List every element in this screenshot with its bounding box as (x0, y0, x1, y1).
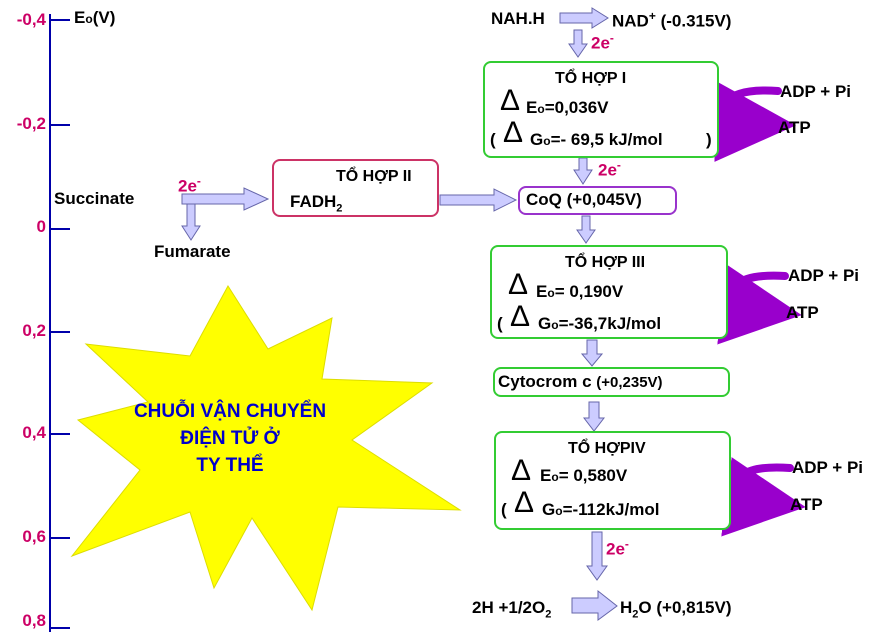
delta-icon: Δ (514, 486, 535, 519)
complex-1-title: TỔ HỢP I (555, 70, 627, 87)
adp-label: ADP + Pi (792, 458, 864, 477)
axis-tick-label: 0 (36, 217, 46, 236)
delta-icon: Δ (510, 300, 531, 333)
cytochrome-c-name: Cytocrom c (498, 372, 592, 391)
complex-1-box (483, 61, 719, 158)
complex-4-eo: Eo= 0,580V (540, 466, 628, 485)
coq-box (518, 186, 677, 215)
atp-arrow-complex4 (721, 457, 806, 537)
star-caption: CHUỖI VẬN CHUYỂN ĐIỆN TỬ Ở TY THỂ (120, 398, 340, 479)
complex-4-box (494, 431, 731, 530)
complex-4-go-open: ( (501, 500, 507, 519)
cytochrome-c-box (493, 367, 730, 397)
axis-title-unit: (V) (92, 8, 116, 27)
star-line-1: CHUỖI VẬN CHUYỂN (133, 401, 327, 422)
nad-label: NAD+ (-0.315V) (612, 9, 731, 32)
cytochrome-c-label: Cytocrom c (+0,235V) (498, 372, 663, 392)
star-burst-shape (70, 285, 462, 612)
fadh-label: FADH2 (290, 192, 343, 215)
complex-1-go-open: ( (490, 130, 496, 149)
complex-1-go: Go=- 69,5 kJ/mol (530, 130, 663, 149)
nah-label: NAH.H (491, 9, 545, 28)
electron-label: 2e- (591, 31, 614, 53)
arrow-coq-to-complex3 (576, 215, 596, 244)
axis-title-o: o (85, 12, 93, 26)
arrow-reaction-water (571, 589, 618, 621)
complex-1-eo: Eo=0,036V (526, 98, 609, 117)
arrow-nah-to-nad (559, 7, 609, 29)
atp-label: ATP (786, 303, 819, 322)
complex-2-title: TỔ HỢP II (336, 168, 412, 185)
arrow-nad-down (568, 29, 588, 58)
delta-icon: Δ (511, 454, 532, 487)
arrow-complex3-to-cytc (580, 339, 604, 367)
axis-title: Eo(V) (74, 8, 115, 28)
succinate-label: Succinate (54, 189, 135, 208)
water-right: H2O (+0,815V) (620, 598, 732, 621)
atp-label: ATP (790, 495, 823, 514)
axis-title-e: E (74, 8, 86, 27)
coq-label: CoQ (+0,045V) (526, 190, 642, 209)
fumarate-label: Fumarate (154, 242, 231, 261)
axis-tick-marks (50, 19, 70, 629)
star-line-2: ĐIỆN TỬ Ở (180, 428, 280, 449)
arrow-complex4-to-water (586, 531, 608, 581)
complex-2-box (272, 159, 439, 217)
arrow-complex1-to-coq (573, 157, 593, 185)
flow-arrows (181, 7, 618, 621)
nad-text: NAD (612, 11, 649, 31)
axis-tick-label: -0,4 (16, 10, 46, 29)
delta-icon: Δ (508, 268, 529, 301)
complex-4-go: Go=-112kJ/mol (542, 500, 660, 519)
complex-3-go-open: ( (497, 314, 503, 333)
complex-1-go-close: ) (706, 130, 712, 149)
water-left: 2H +1/2O2 (472, 598, 552, 621)
cytochrome-c-potential: (+0,235V) (596, 374, 663, 391)
nad-charge: + (648, 9, 656, 23)
star-line-3: TY THỂ (196, 455, 264, 476)
axis-tick-label: 0,6 (22, 527, 46, 546)
delta-icon: Δ (500, 84, 521, 117)
complex-3-title: TỔ HỢP III (565, 254, 646, 271)
complex-4-title: TỔ HỢPIV (568, 440, 646, 457)
atp-arrows (714, 82, 806, 537)
complex-3-box (490, 245, 728, 339)
axis-tick-label: 0,2 (22, 321, 46, 340)
arrow-cytc-to-complex4 (582, 401, 606, 432)
electron-label: 2e- (606, 537, 629, 559)
atp-label: ATP (778, 118, 811, 137)
axis-tick-label: 0,8 (22, 611, 46, 630)
adp-label: ADP + Pi (788, 266, 860, 285)
electron-label: 2e- (178, 174, 201, 196)
adp-label: ADP + Pi (780, 82, 852, 101)
arrow-complex2-to-coq (439, 188, 518, 212)
complex-3-go: Go=-36,7kJ/mol (538, 314, 662, 333)
electron-label: 2e- (598, 158, 621, 180)
atp-arrow-complex1 (714, 82, 796, 162)
delta-icon: Δ (503, 116, 524, 149)
atp-arrow-complex3 (717, 265, 802, 345)
axis-tick-label: -0,2 (16, 114, 46, 133)
axis-tick-label: 0,4 (22, 423, 46, 442)
arrow-succinate-to-fumarate (181, 203, 201, 241)
complex-3-eo: Eo= 0,190V (536, 282, 624, 301)
nad-potential: (-0.315V) (660, 11, 732, 31)
